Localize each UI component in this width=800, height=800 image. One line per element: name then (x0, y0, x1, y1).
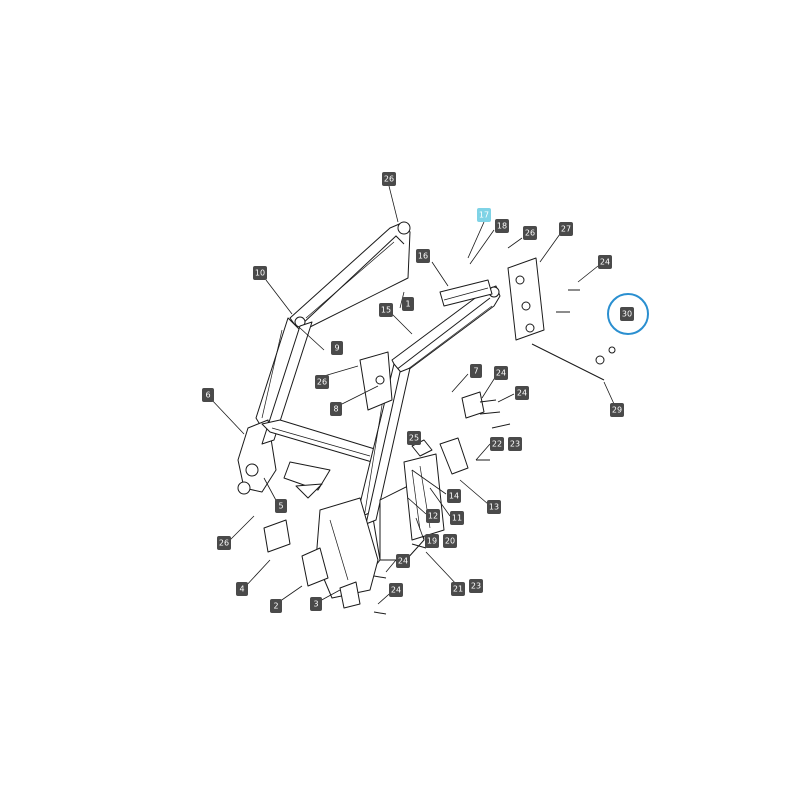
callout-30[interactable]: 30 (620, 307, 634, 321)
leader-lines (209, 185, 615, 605)
callout-9[interactable]: 9 (331, 341, 343, 355)
callout-5[interactable]: 5 (275, 499, 287, 513)
svg-text:7: 7 (473, 367, 478, 376)
callout-3[interactable]: 3 (310, 597, 322, 611)
callout-6[interactable]: 6 (202, 388, 214, 402)
callout-26[interactable]: 26 (382, 172, 396, 186)
svg-text:26: 26 (219, 539, 229, 548)
svg-text:15: 15 (381, 306, 391, 315)
callout-12[interactable]: 12 (426, 509, 440, 523)
svg-text:23: 23 (471, 582, 481, 591)
callout-24[interactable]: 24 (494, 366, 508, 380)
highlight-circle-30 (607, 293, 649, 335)
svg-text:19: 19 (427, 537, 437, 546)
callout-15[interactable]: 15 (379, 303, 393, 317)
svg-text:14: 14 (449, 492, 459, 501)
svg-text:9: 9 (334, 344, 339, 353)
svg-text:24: 24 (398, 557, 408, 566)
bolts (373, 289, 616, 615)
callout-24[interactable]: 24 (389, 583, 403, 597)
svg-text:12: 12 (428, 512, 438, 521)
callout-10[interactable]: 10 (253, 266, 267, 280)
svg-text:24: 24 (391, 586, 401, 595)
svg-text:29: 29 (612, 406, 622, 415)
callout-8[interactable]: 8 (330, 402, 342, 416)
svg-text:21: 21 (453, 585, 463, 594)
svg-text:1: 1 (405, 300, 410, 309)
svg-text:3: 3 (313, 600, 318, 609)
callout-13[interactable]: 13 (487, 500, 501, 514)
callout-18[interactable]: 18 (495, 219, 509, 233)
svg-text:24: 24 (600, 258, 610, 267)
svg-text:24: 24 (496, 369, 506, 378)
side-plates (411, 437, 469, 475)
svg-text:13: 13 (489, 503, 499, 512)
callout-23[interactable]: 23 (469, 579, 483, 593)
svg-text:23: 23 (510, 440, 520, 449)
svg-text:20: 20 (445, 537, 455, 546)
svg-text:5: 5 (278, 502, 283, 511)
rear-mount-bracket (507, 257, 545, 341)
svg-text:8: 8 (333, 405, 338, 414)
callout-29[interactable]: 29 (610, 403, 624, 417)
callout-14[interactable]: 14 (447, 489, 461, 503)
svg-text:6: 6 (205, 391, 210, 400)
callout-1[interactable]: 1 (402, 297, 414, 311)
callout-24[interactable]: 24 (396, 554, 410, 568)
svg-text:30: 30 (622, 310, 632, 319)
svg-text:22: 22 (492, 440, 502, 449)
callout-23[interactable]: 23 (508, 437, 522, 451)
callouts: 26 17 18 26 27 16 24 10 1 15 30 9 26 7 2… (202, 172, 649, 613)
svg-text:10: 10 (255, 269, 265, 278)
left-boom-arm (237, 221, 411, 495)
svg-text:4: 4 (239, 585, 244, 594)
svg-text:18: 18 (497, 222, 507, 231)
upper-tube (439, 279, 493, 307)
callout-26[interactable]: 26 (523, 226, 537, 240)
loader-frame-drawing (237, 221, 616, 615)
svg-text:25: 25 (409, 434, 419, 443)
callout-21[interactable]: 21 (451, 582, 465, 596)
svg-text:27: 27 (561, 225, 571, 234)
svg-text:2: 2 (273, 602, 278, 611)
callout-19[interactable]: 19 (425, 534, 439, 548)
svg-text:17: 17 (479, 211, 489, 220)
svg-text:16: 16 (418, 252, 428, 261)
callout-27[interactable]: 27 (559, 222, 573, 236)
svg-text:26: 26 (525, 229, 535, 238)
callout-7[interactable]: 7 (470, 364, 482, 378)
callout-24[interactable]: 24 (515, 386, 529, 400)
callout-16[interactable]: 16 (416, 249, 430, 263)
callout-2[interactable]: 2 (270, 599, 282, 613)
cross-tube (261, 419, 379, 491)
callout-26[interactable]: 26 (315, 375, 329, 389)
svg-text:24: 24 (517, 389, 527, 398)
callout-25[interactable]: 25 (407, 431, 421, 445)
callout-22[interactable]: 22 (490, 437, 504, 451)
callout-4[interactable]: 4 (236, 582, 248, 596)
callout-24[interactable]: 24 (598, 255, 612, 269)
hinge-plates (263, 483, 361, 609)
callout-26[interactable]: 26 (217, 536, 231, 550)
svg-text:26: 26 (384, 175, 394, 184)
svg-text:11: 11 (452, 514, 462, 523)
callout-11[interactable]: 11 (450, 511, 464, 525)
svg-text:26: 26 (317, 378, 327, 387)
callout-20[interactable]: 20 (443, 534, 457, 548)
callout-17[interactable]: 17 (477, 208, 491, 222)
